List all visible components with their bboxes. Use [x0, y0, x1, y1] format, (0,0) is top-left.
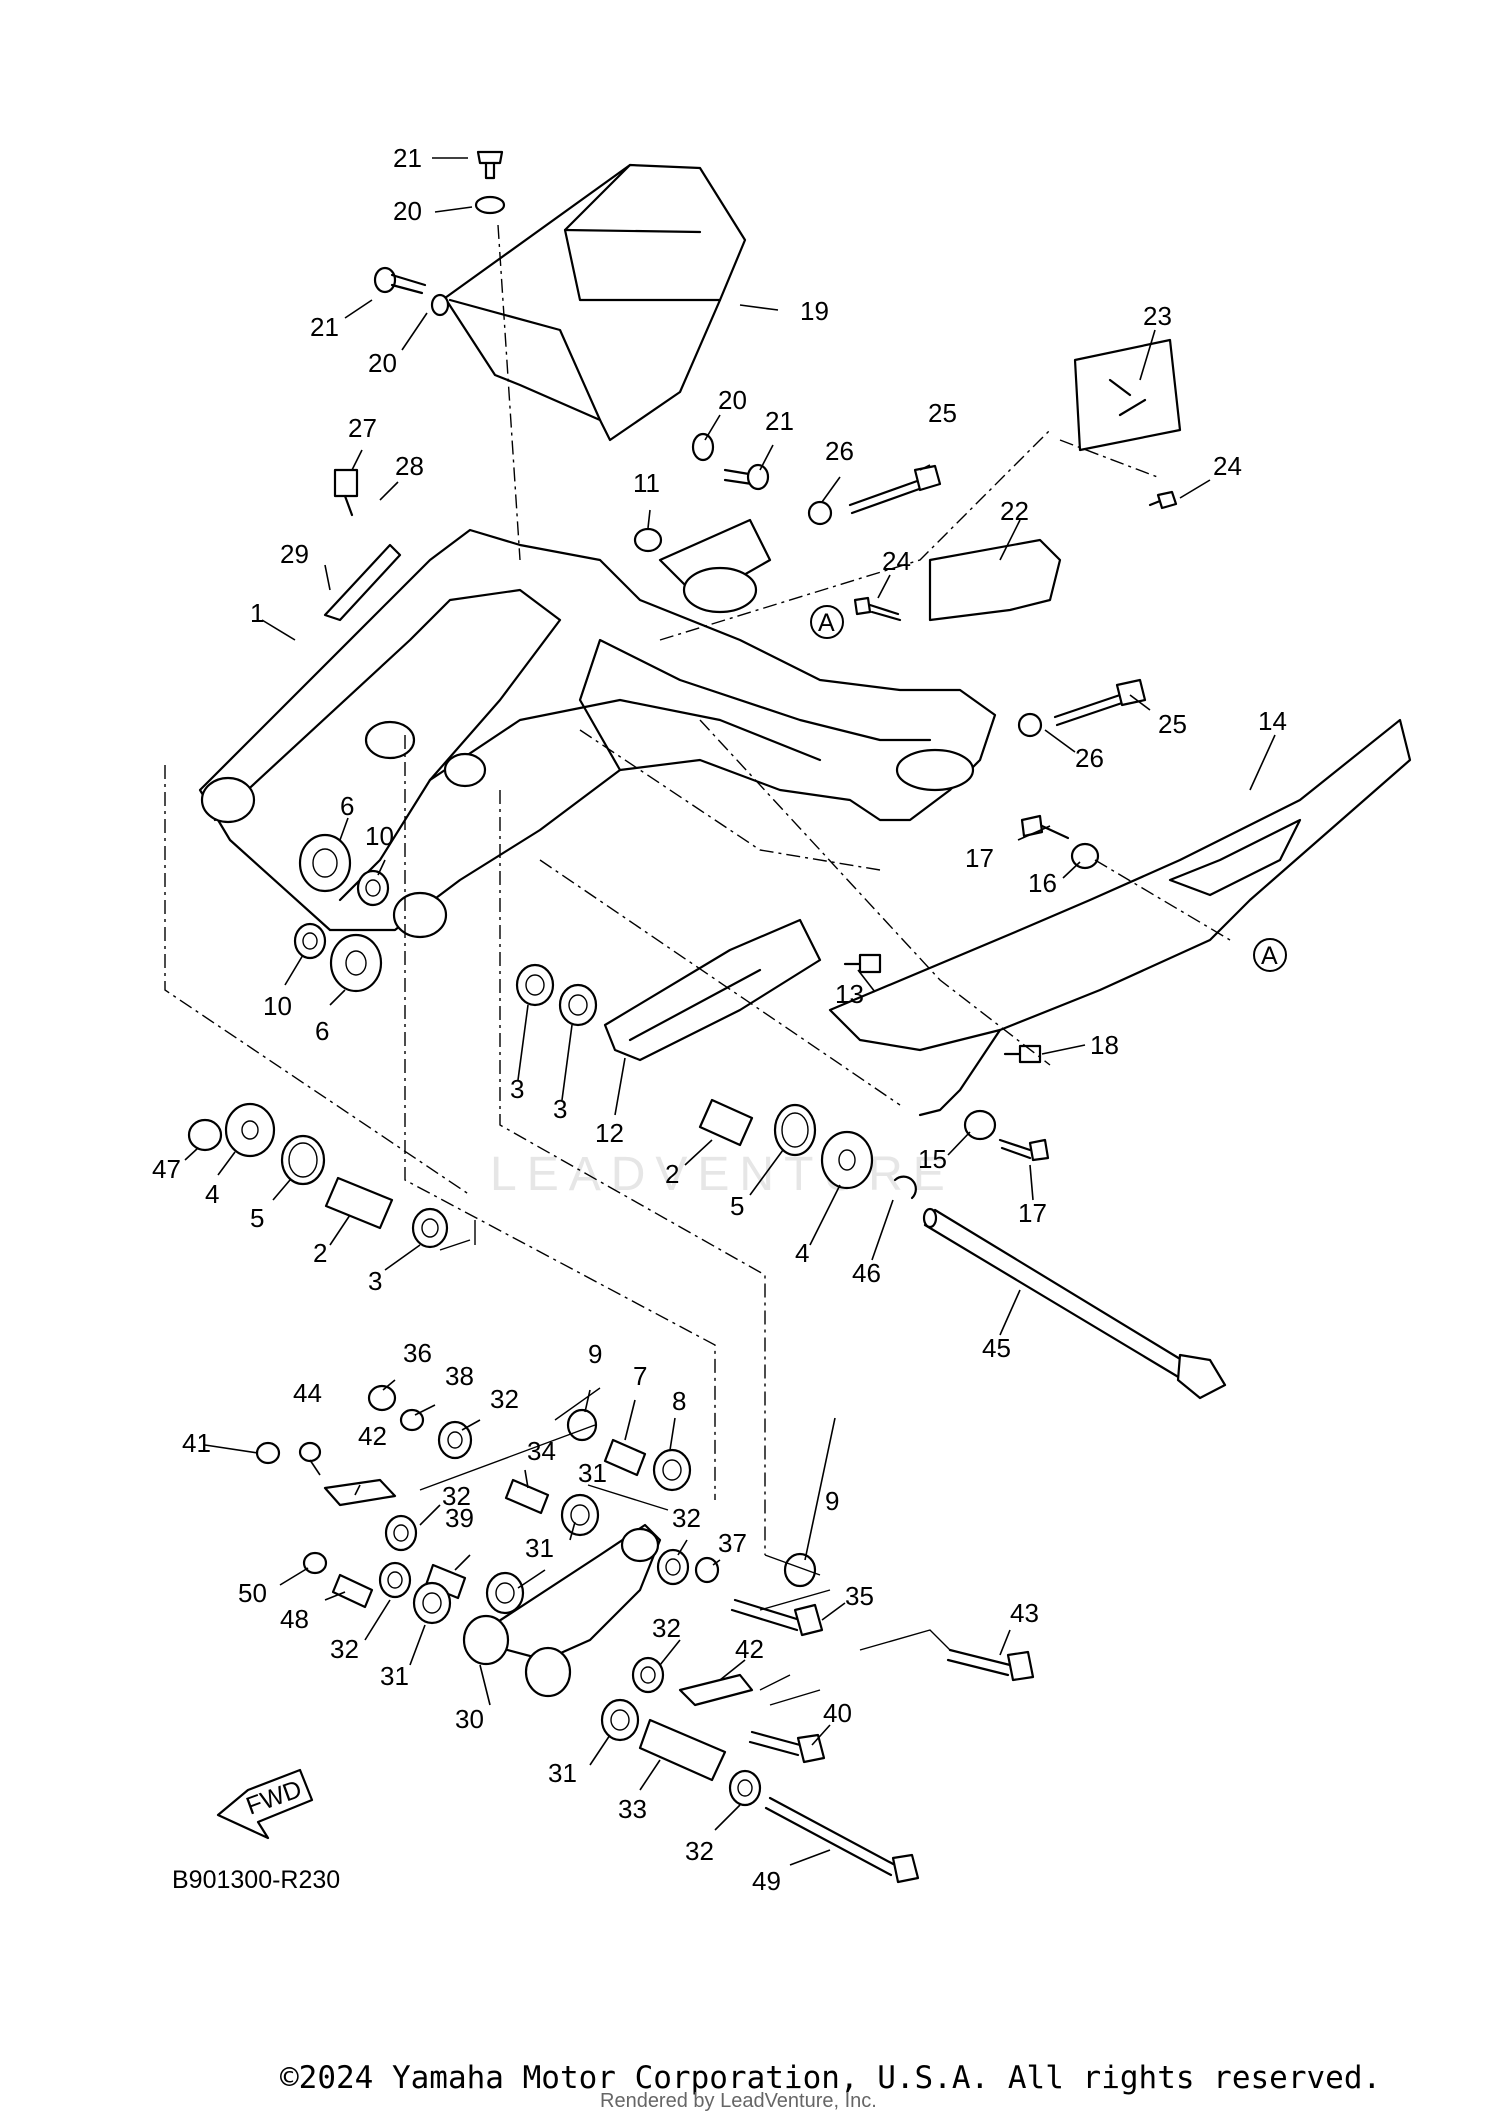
- callout-24: 24: [882, 546, 911, 576]
- callout-47: 47: [152, 1154, 181, 1184]
- callout-20: 20: [368, 348, 397, 378]
- callout-6: 6: [315, 1016, 329, 1046]
- callout-40: 40: [823, 1698, 852, 1728]
- svg-text:A: A: [818, 609, 835, 637]
- linkage: FWD: [216, 1384, 1035, 1884]
- callout-9: 9: [588, 1339, 602, 1369]
- callout-25: 25: [928, 398, 957, 428]
- ref-marker-a-2: A: [1253, 938, 1287, 972]
- rendered-by-note: Rendered by LeadVenture, Inc.: [600, 2090, 877, 2112]
- swingarm-part-1: [198, 518, 997, 939]
- chain-case-part-14: [828, 718, 1412, 1117]
- callout-42: 42: [358, 1421, 387, 1451]
- callout-32: 32: [330, 1634, 359, 1664]
- callout-44: 44: [293, 1378, 322, 1408]
- callout-3: 3: [553, 1094, 567, 1124]
- callout-31: 31: [525, 1533, 554, 1563]
- callout-41: 41: [182, 1428, 211, 1458]
- callout-5: 5: [250, 1203, 264, 1233]
- callout-28: 28: [395, 451, 424, 481]
- plate-part-23: [1073, 338, 1182, 452]
- leader-lines: [184, 157, 1276, 1866]
- callout-26: 26: [1075, 743, 1104, 773]
- callout-39: 39: [445, 1503, 474, 1533]
- callout-32: 32: [652, 1613, 681, 1643]
- callout-16: 16: [1028, 868, 1057, 898]
- callout-35: 35: [845, 1581, 874, 1611]
- callout-21: 21: [310, 312, 339, 342]
- callout-38: 38: [445, 1361, 474, 1391]
- clamp-part-27: [333, 468, 359, 517]
- callout-17: 17: [1018, 1198, 1047, 1228]
- ref-marker-a-1: A: [810, 605, 844, 639]
- callout-3: 3: [368, 1266, 382, 1296]
- callout-4: 4: [795, 1238, 809, 1268]
- callout-2: 2: [665, 1159, 679, 1189]
- callout-3: 3: [510, 1074, 524, 1104]
- bracket-part-22: [928, 538, 1062, 622]
- callout-27: 27: [348, 413, 377, 443]
- chain-slider-part-12: [603, 918, 822, 1062]
- callout-11: 11: [633, 468, 660, 498]
- reference-code: B901300-R230: [172, 1866, 340, 1894]
- callout-15: 15: [918, 1144, 947, 1174]
- callout-36: 36: [403, 1338, 432, 1368]
- callout-22: 22: [1000, 496, 1029, 526]
- callout-31: 31: [548, 1758, 577, 1788]
- callout-32: 32: [685, 1836, 714, 1866]
- callout-26: 26: [825, 436, 854, 466]
- callout-8: 8: [672, 1386, 686, 1416]
- callout-49: 49: [752, 1866, 781, 1896]
- callout-48: 48: [280, 1604, 309, 1634]
- callout-21: 21: [765, 406, 794, 436]
- callout-42: 42: [735, 1634, 764, 1664]
- center-lines: [164, 224, 1231, 1706]
- callout-31: 31: [578, 1458, 607, 1488]
- callout-43: 43: [1010, 1598, 1039, 1628]
- callout-9: 9: [825, 1486, 839, 1516]
- callout-29: 29: [280, 539, 309, 569]
- callout-33: 33: [618, 1794, 647, 1824]
- callout-25: 25: [1158, 709, 1187, 739]
- callout-4: 4: [205, 1179, 219, 1209]
- callout-10: 10: [365, 821, 394, 851]
- rear-fender-part-19: [443, 163, 747, 442]
- callout-13: 13: [835, 979, 864, 1009]
- callout-32: 32: [672, 1503, 701, 1533]
- callout-2: 2: [313, 1238, 327, 1268]
- callout-1: 1: [250, 598, 264, 628]
- copyright-notice: ©2024 Yamaha Motor Corporation, U.S.A. A…: [280, 2060, 1382, 2096]
- callout-19: 19: [800, 296, 829, 326]
- hardware: [187, 150, 1227, 1400]
- callout-17: 17: [965, 843, 994, 873]
- callout-46: 46: [852, 1258, 881, 1288]
- callout-37: 37: [718, 1528, 747, 1558]
- watermark: LEADVENTURE: [490, 1148, 955, 1201]
- callout-21: 21: [393, 143, 422, 173]
- callout-20: 20: [393, 196, 422, 226]
- callout-24: 24: [1213, 451, 1242, 481]
- callout-32: 32: [442, 1481, 471, 1511]
- callout-10: 10: [263, 991, 292, 1021]
- callout-32: 32: [490, 1384, 519, 1414]
- callout-18: 18: [1090, 1030, 1119, 1060]
- callout-50: 50: [238, 1578, 267, 1608]
- callout-7: 7: [633, 1361, 647, 1391]
- callout-12: 12: [595, 1118, 624, 1148]
- guard-part-29: [323, 543, 402, 622]
- callout-30: 30: [455, 1704, 484, 1734]
- callout-14: 14: [1258, 706, 1287, 736]
- callout-20: 20: [718, 385, 747, 415]
- callout-6: 6: [340, 791, 354, 821]
- fwd-arrow-icon: FWD: [216, 1768, 314, 1840]
- callout-45: 45: [982, 1333, 1011, 1363]
- svg-text:A: A: [1261, 942, 1278, 970]
- callout-31: 31: [380, 1661, 409, 1691]
- callout-23: 23: [1143, 301, 1172, 331]
- callout-34: 34: [527, 1436, 556, 1466]
- callouts: 21 20 21 20 19 20 21 27 28 26 25 23 24 1…: [152, 143, 1287, 1896]
- callout-5: 5: [730, 1191, 744, 1221]
